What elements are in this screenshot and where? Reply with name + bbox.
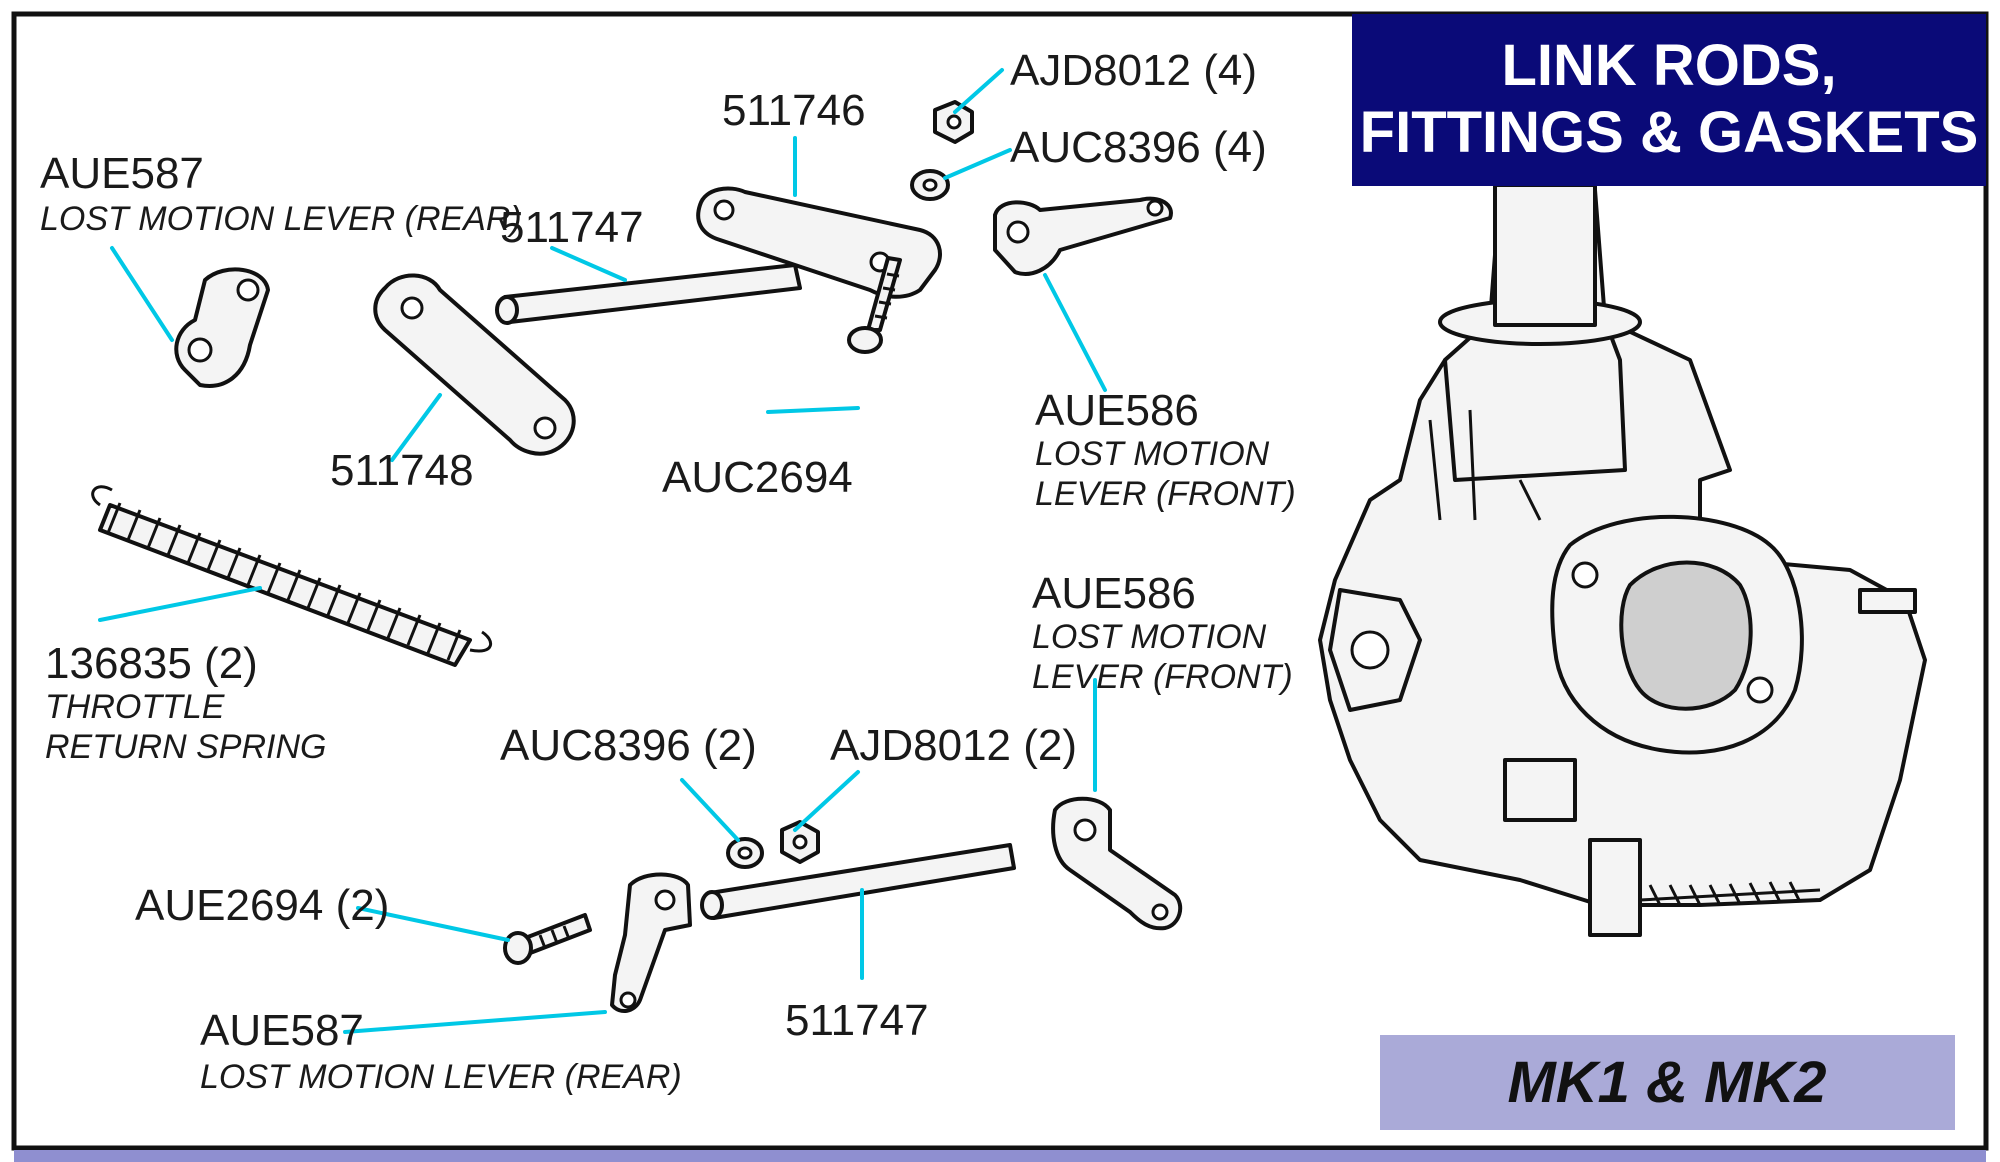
aue586-lever-top [993,196,1173,276]
label-511748: 511748 [330,446,474,495]
aue587-lever-bottom [610,872,692,1013]
136835-spring [91,485,493,667]
title-box [1352,14,1986,186]
desc-136835-1: THROTTLE [45,688,225,726]
carburettor-illustration [1318,183,1927,937]
ajd8012-nut-top [933,100,974,144]
label-auc2694: AUC2694 [662,453,853,502]
title-line-1: LINK RODS, [1501,33,1836,98]
511748-plate [373,273,576,456]
desc-aue586-top-2: LEVER (FRONT) [1035,475,1296,513]
desc-aue586-top-1: LOST MOTION [1035,435,1270,473]
ajd8012-nut-bottom [780,820,820,864]
511747-rod-bottom [700,843,1016,920]
desc-aue587-top: LOST MOTION LEVER (REAR) [40,200,522,238]
model-badge-label: MK1 & MK2 [1507,1050,1826,1115]
label-511747-bottom: 511747 [785,996,929,1045]
desc-aue587-bottom: LOST MOTION LEVER (REAR) [200,1058,682,1096]
511747-rod-top [495,263,802,325]
label-auc8396-2: AUC8396 (2) [500,721,757,770]
label-auc8396-4: AUC8396 (4) [1010,123,1267,172]
label-136835: 136835 (2) [45,639,258,688]
label-aue587-bottom: AUE587 [200,1006,364,1055]
desc-aue586-bottom-2: LEVER (FRONT) [1032,658,1293,696]
title-line-2: FITTINGS & GASKETS [1360,100,1979,165]
auc8396-washer-top [910,169,950,201]
labels: AJD8012 (4) AUC8396 (4) 511746 AUE587 LO… [40,46,1296,1096]
label-aue2694-2: AUE2694 (2) [135,881,389,930]
label-511746: 511746 [722,86,866,135]
aue2694-bolt [503,913,592,965]
model-badge [1380,1035,1955,1130]
bottom-bar [14,1150,1986,1162]
label-ajd8012-2: AJD8012 (2) [830,721,1077,770]
label-aue586-top: AUE586 [1035,386,1199,435]
desc-136835-2: RETURN SPRING [45,728,326,766]
aue586-lever-bottom [1051,796,1183,931]
label-ajd8012-4: AJD8012 (4) [1010,46,1257,95]
leader-lines [98,68,1107,1034]
511746-plate [696,186,942,299]
label-aue587-top: AUE587 [40,149,204,198]
label-aue586-bottom: AUE586 [1032,569,1196,618]
auc2694-bolt [847,256,902,354]
aue587-lever-top [174,267,270,388]
auc8396-washer-bottom [726,837,764,869]
label-511747-top: 511747 [500,203,644,252]
desc-aue586-bottom-1: LOST MOTION [1032,618,1267,656]
